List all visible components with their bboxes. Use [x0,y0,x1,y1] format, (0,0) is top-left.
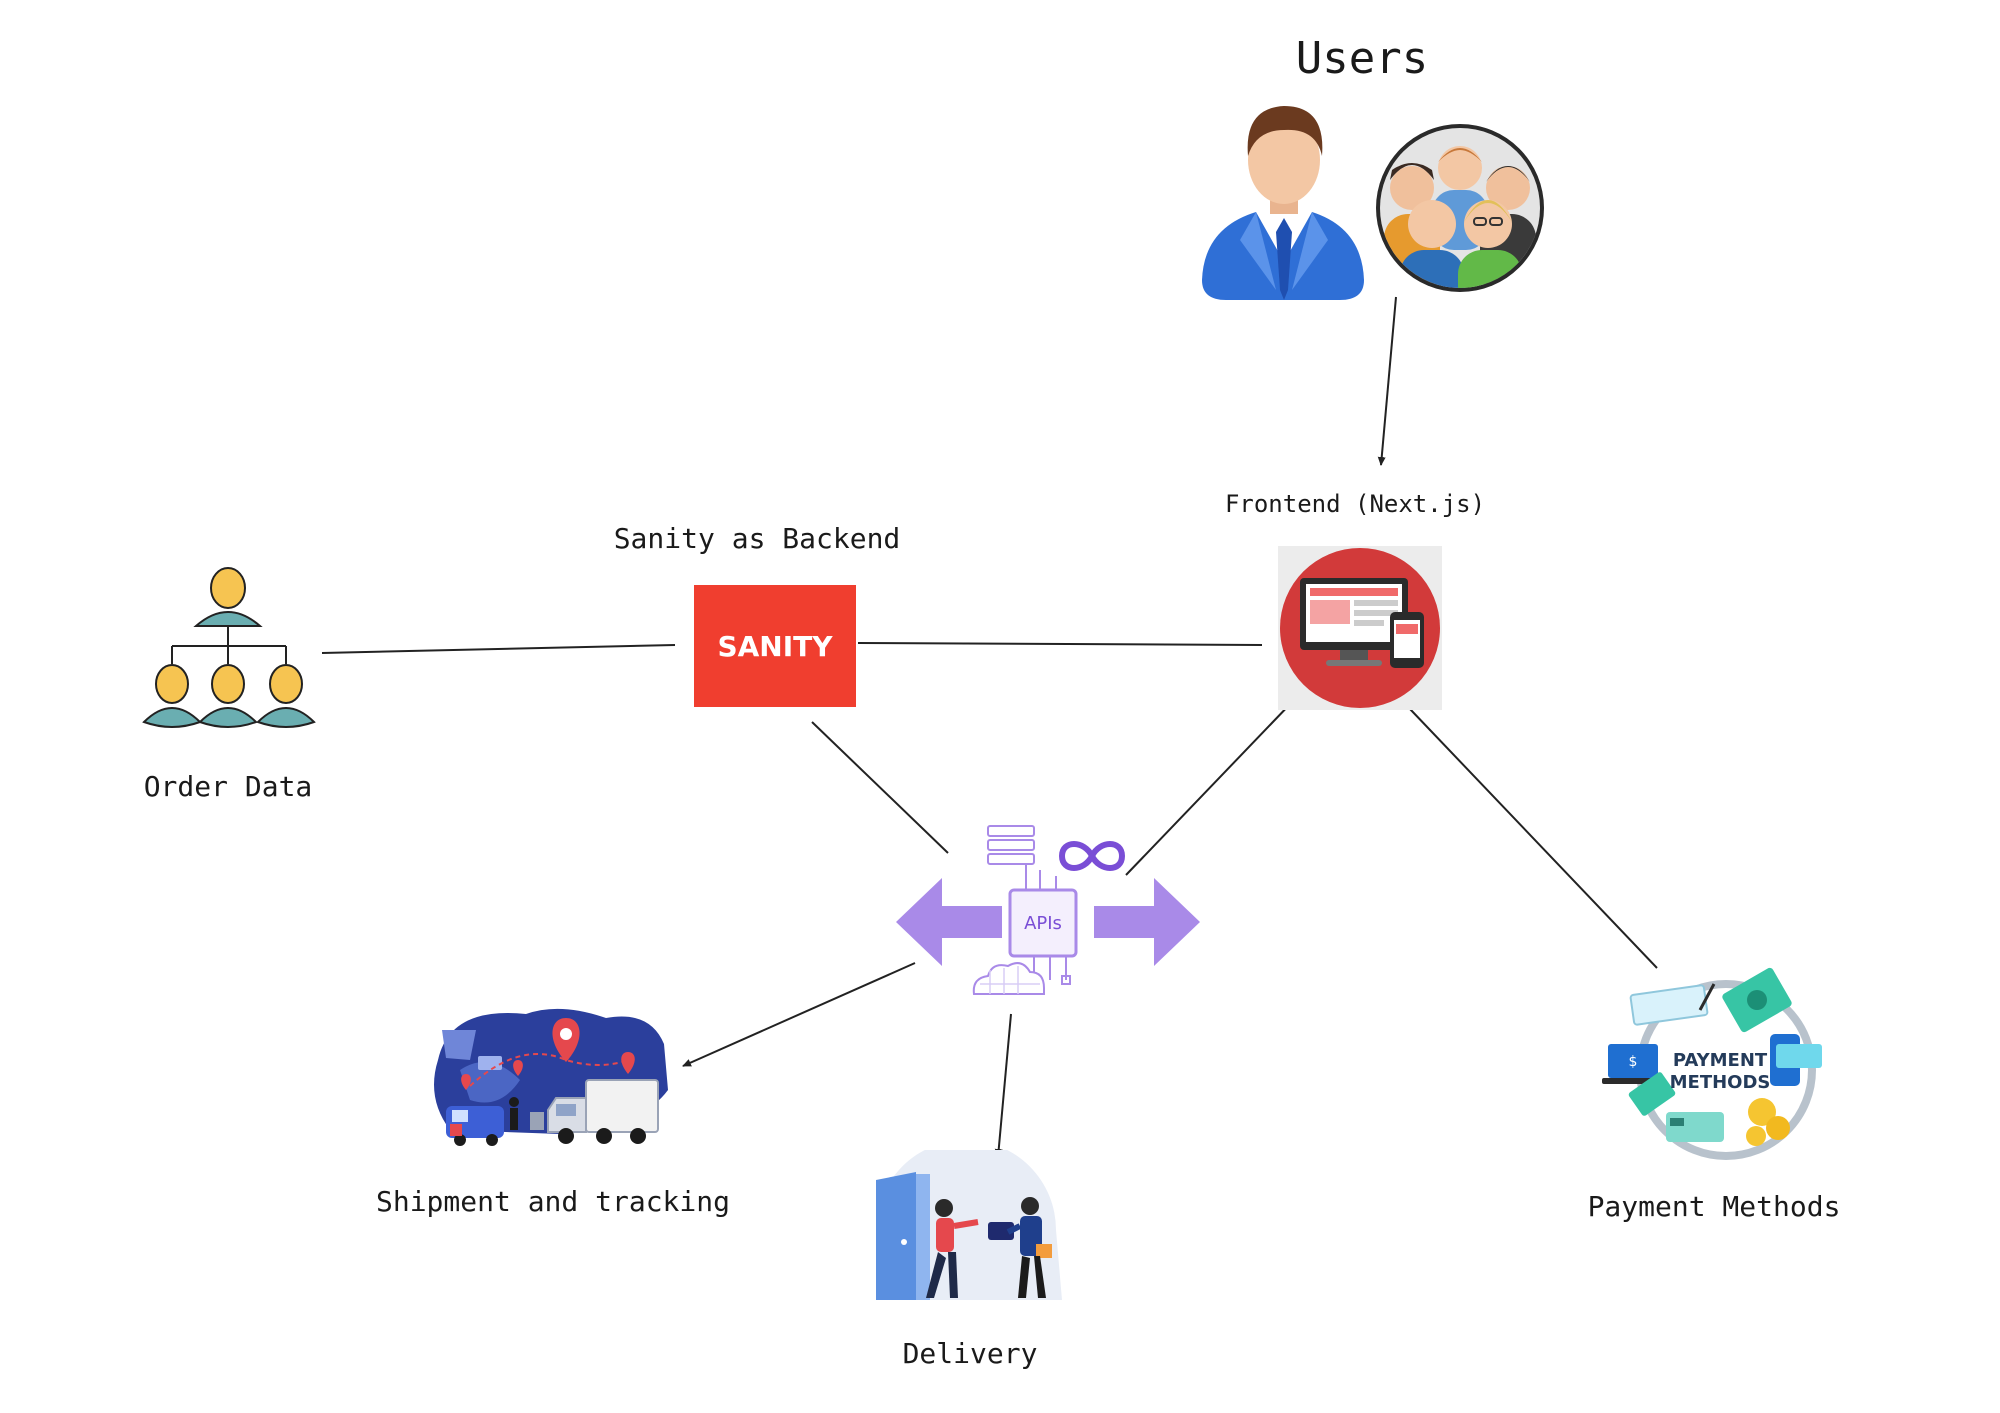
order-data-label: Order Data [144,770,313,803]
sanity-api-line [811,721,949,854]
map-truck-icon [434,1008,668,1146]
sanity-logo-text: SANITY [717,630,833,663]
sanity-logo: SANITY [694,585,856,707]
sanity-frontend-line [857,642,1263,646]
api-label: APIs [1024,913,1062,934]
payment-methods-icon: $ PAYMENT METHODS [1602,967,1822,1160]
payment-logo-line2: METHODS [1670,1072,1771,1093]
sanity-backend-label: Sanity as Backend [614,522,901,555]
orderdata-sanity-line [321,644,676,654]
api-hub-icon: APIs [896,825,1200,995]
payment-logo-line1: PAYMENT [1673,1050,1768,1071]
api-shipment-arrow [682,962,916,1067]
users-to-frontend-arrow [1377,296,1397,466]
delivery-label: Delivery [903,1337,1038,1370]
users-label: Users [1296,33,1428,84]
api-delivery-arrow [994,1013,1012,1158]
businessman-icon [1202,106,1364,300]
connectors [321,296,1658,1158]
people-group-icon [1376,124,1544,292]
org-chart-icon [142,567,316,728]
devices-icon [1278,546,1442,710]
payment-label: Payment Methods [1588,1190,1841,1223]
frontend-payment-line [1409,708,1658,969]
svg-text:$: $ [1629,1054,1638,1070]
shipment-label: Shipment and tracking [376,1185,730,1218]
delivery-door-icon [876,1150,1062,1300]
frontend-label: Frontend (Next.js) [1225,490,1485,518]
frontend-api-line [1125,699,1295,876]
